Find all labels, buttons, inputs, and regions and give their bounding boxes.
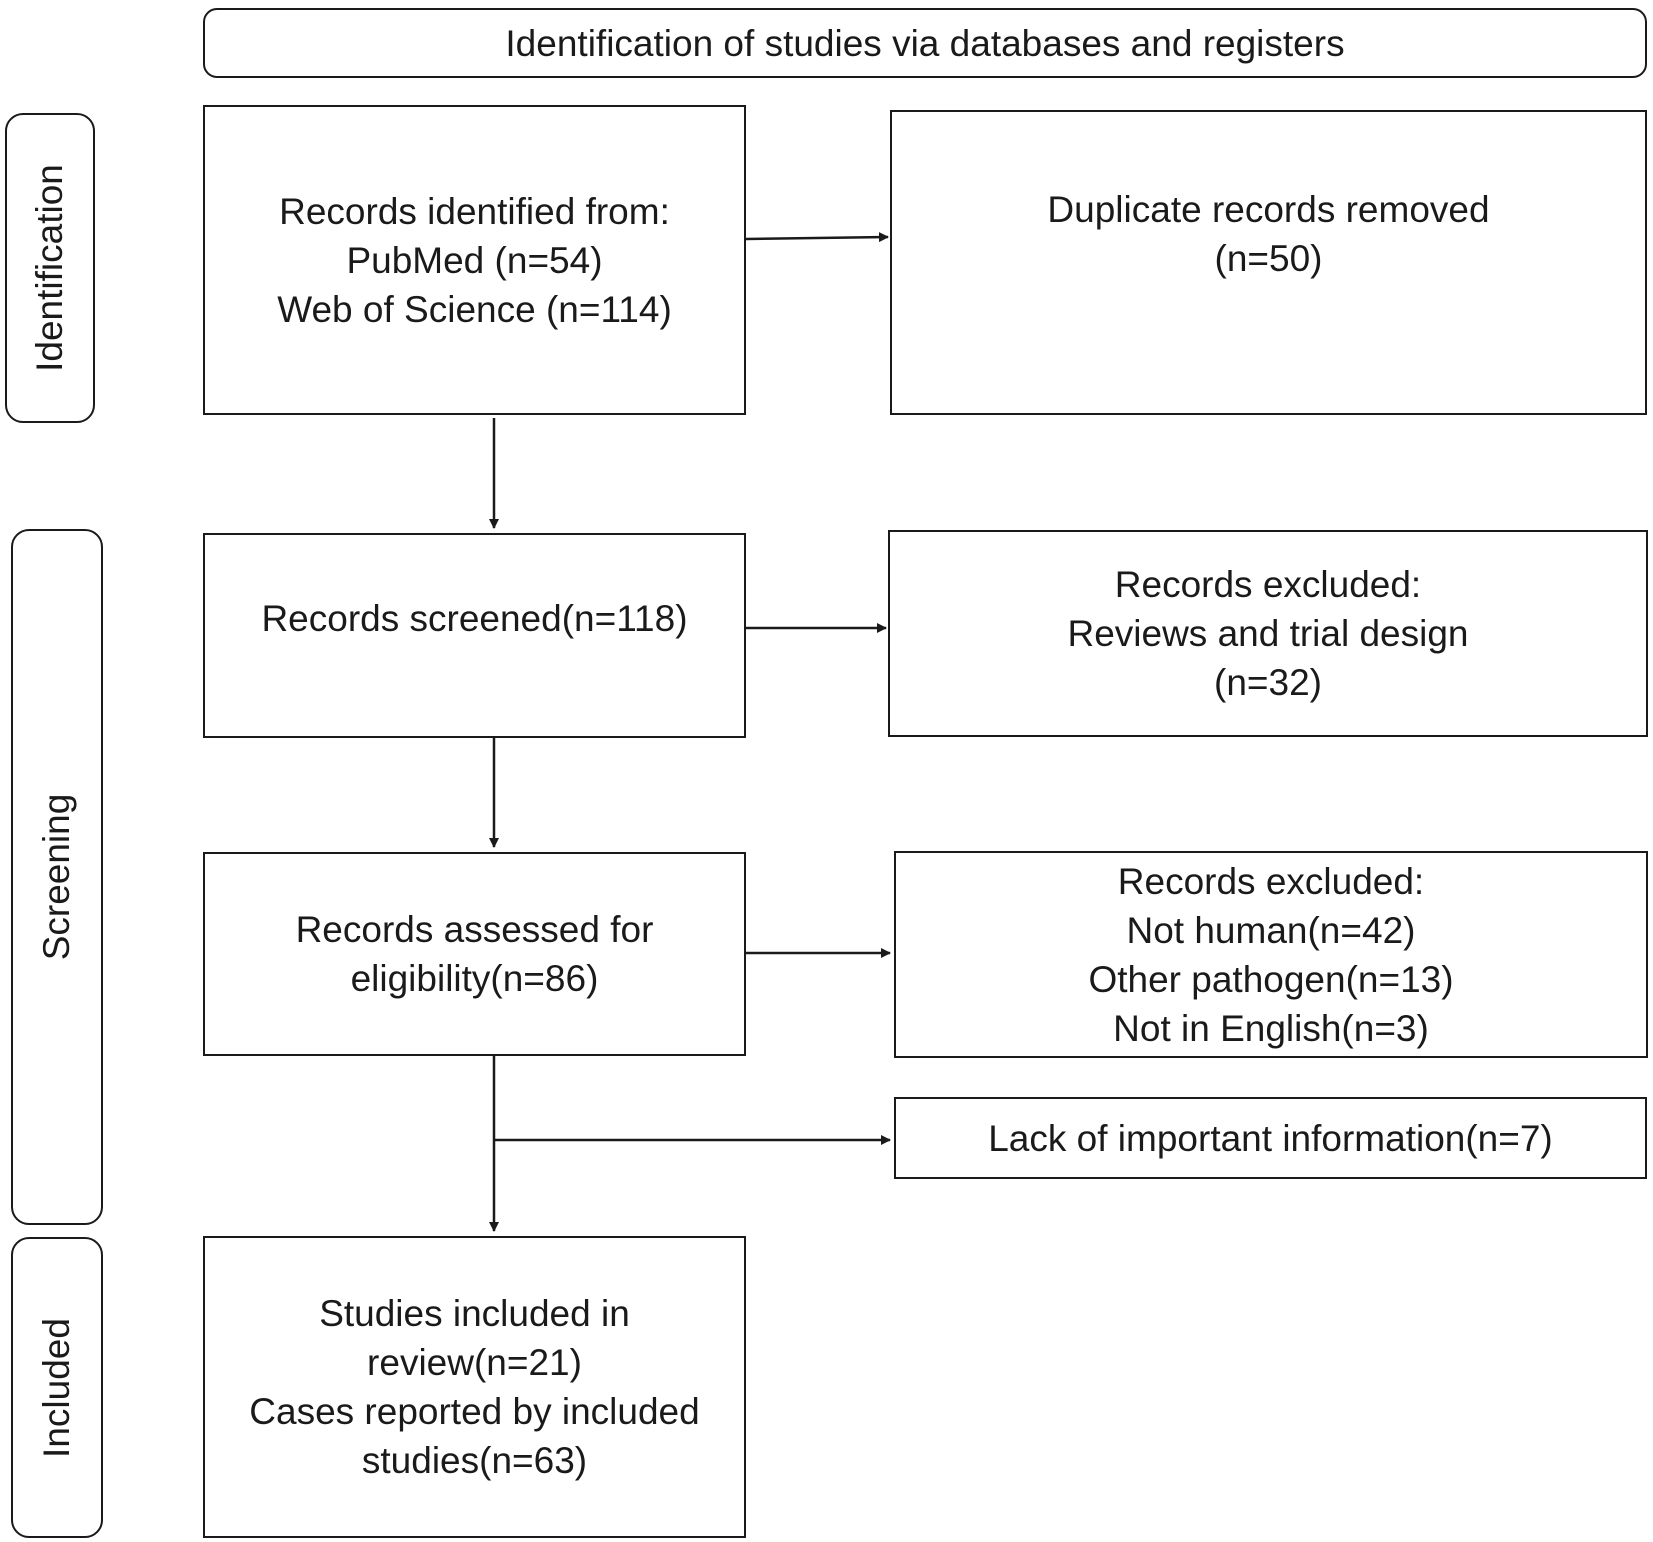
- stage-identification-label: Identification: [29, 164, 70, 372]
- studies-included-line-2: review(n=21): [367, 1342, 582, 1383]
- studies-included-box: Studies included in review(n=21) Cases r…: [203, 1236, 746, 1538]
- stage-included-label: Included: [36, 1317, 77, 1458]
- studies-included-line-4: studies(n=63): [361, 1440, 588, 1481]
- duplicates-removed-line-1: Duplicate records removed: [1047, 189, 1490, 230]
- excluded-eligibility-box: Records excluded: Not human(n=42) Other …: [894, 851, 1648, 1058]
- duplicates-removed-box: Duplicate records removed (n=50): [890, 110, 1647, 415]
- records-screened-line-1: Records screened(n=118): [261, 598, 688, 639]
- duplicates-removed-line-2: (n=50): [1214, 238, 1323, 279]
- excluded-eligibility-line-1: Records excluded:: [1117, 860, 1425, 902]
- stage-included: Included: [11, 1237, 103, 1538]
- records-screened-box: Records screened(n=118): [203, 533, 746, 738]
- excluded-screening-line-2: Reviews and trial design: [1067, 613, 1469, 654]
- excluded-screening-line-3: (n=32): [1214, 662, 1322, 703]
- stage-screening-label: Screening: [36, 793, 77, 961]
- arrow-identified-to-duplicates: [745, 232, 889, 243]
- records-identified-line-3: Web of Science (n=114): [277, 288, 672, 330]
- header-box: Identification of studies via databases …: [203, 8, 1647, 78]
- assessed-eligibility-box: Records assessed for eligibility(n=86): [203, 852, 746, 1056]
- lack-information-line-1: Lack of important information(n=7): [988, 1117, 1553, 1159]
- excluded-screening-box: Records excluded: Reviews and trial desi…: [888, 530, 1648, 737]
- excluded-eligibility-line-3: Other pathogen(n=13): [1088, 958, 1454, 1000]
- excluded-screening-line-1: Records excluded:: [1114, 564, 1422, 605]
- records-identified-line-1: Records identified from:: [279, 190, 670, 232]
- excluded-eligibility-line-4: Not in English(n=3): [1113, 1007, 1429, 1049]
- records-identified-line-2: PubMed (n=54): [346, 239, 603, 281]
- studies-included-line-1: Studies included in: [319, 1293, 630, 1334]
- stage-screening: Screening: [11, 529, 103, 1225]
- assessed-eligibility-line-1: Records assessed for: [295, 909, 654, 950]
- lack-information-box: Lack of important information(n=7): [894, 1097, 1647, 1179]
- stage-identification: Identification: [5, 113, 95, 423]
- studies-included-line-3: Cases reported by included: [249, 1391, 700, 1432]
- records-identified-box: Records identified from: PubMed (n=54) W…: [203, 105, 746, 415]
- excluded-eligibility-line-2: Not human(n=42): [1126, 909, 1416, 951]
- header-title: Identification of studies via databases …: [505, 22, 1345, 64]
- assessed-eligibility-line-2: eligibility(n=86): [350, 958, 599, 999]
